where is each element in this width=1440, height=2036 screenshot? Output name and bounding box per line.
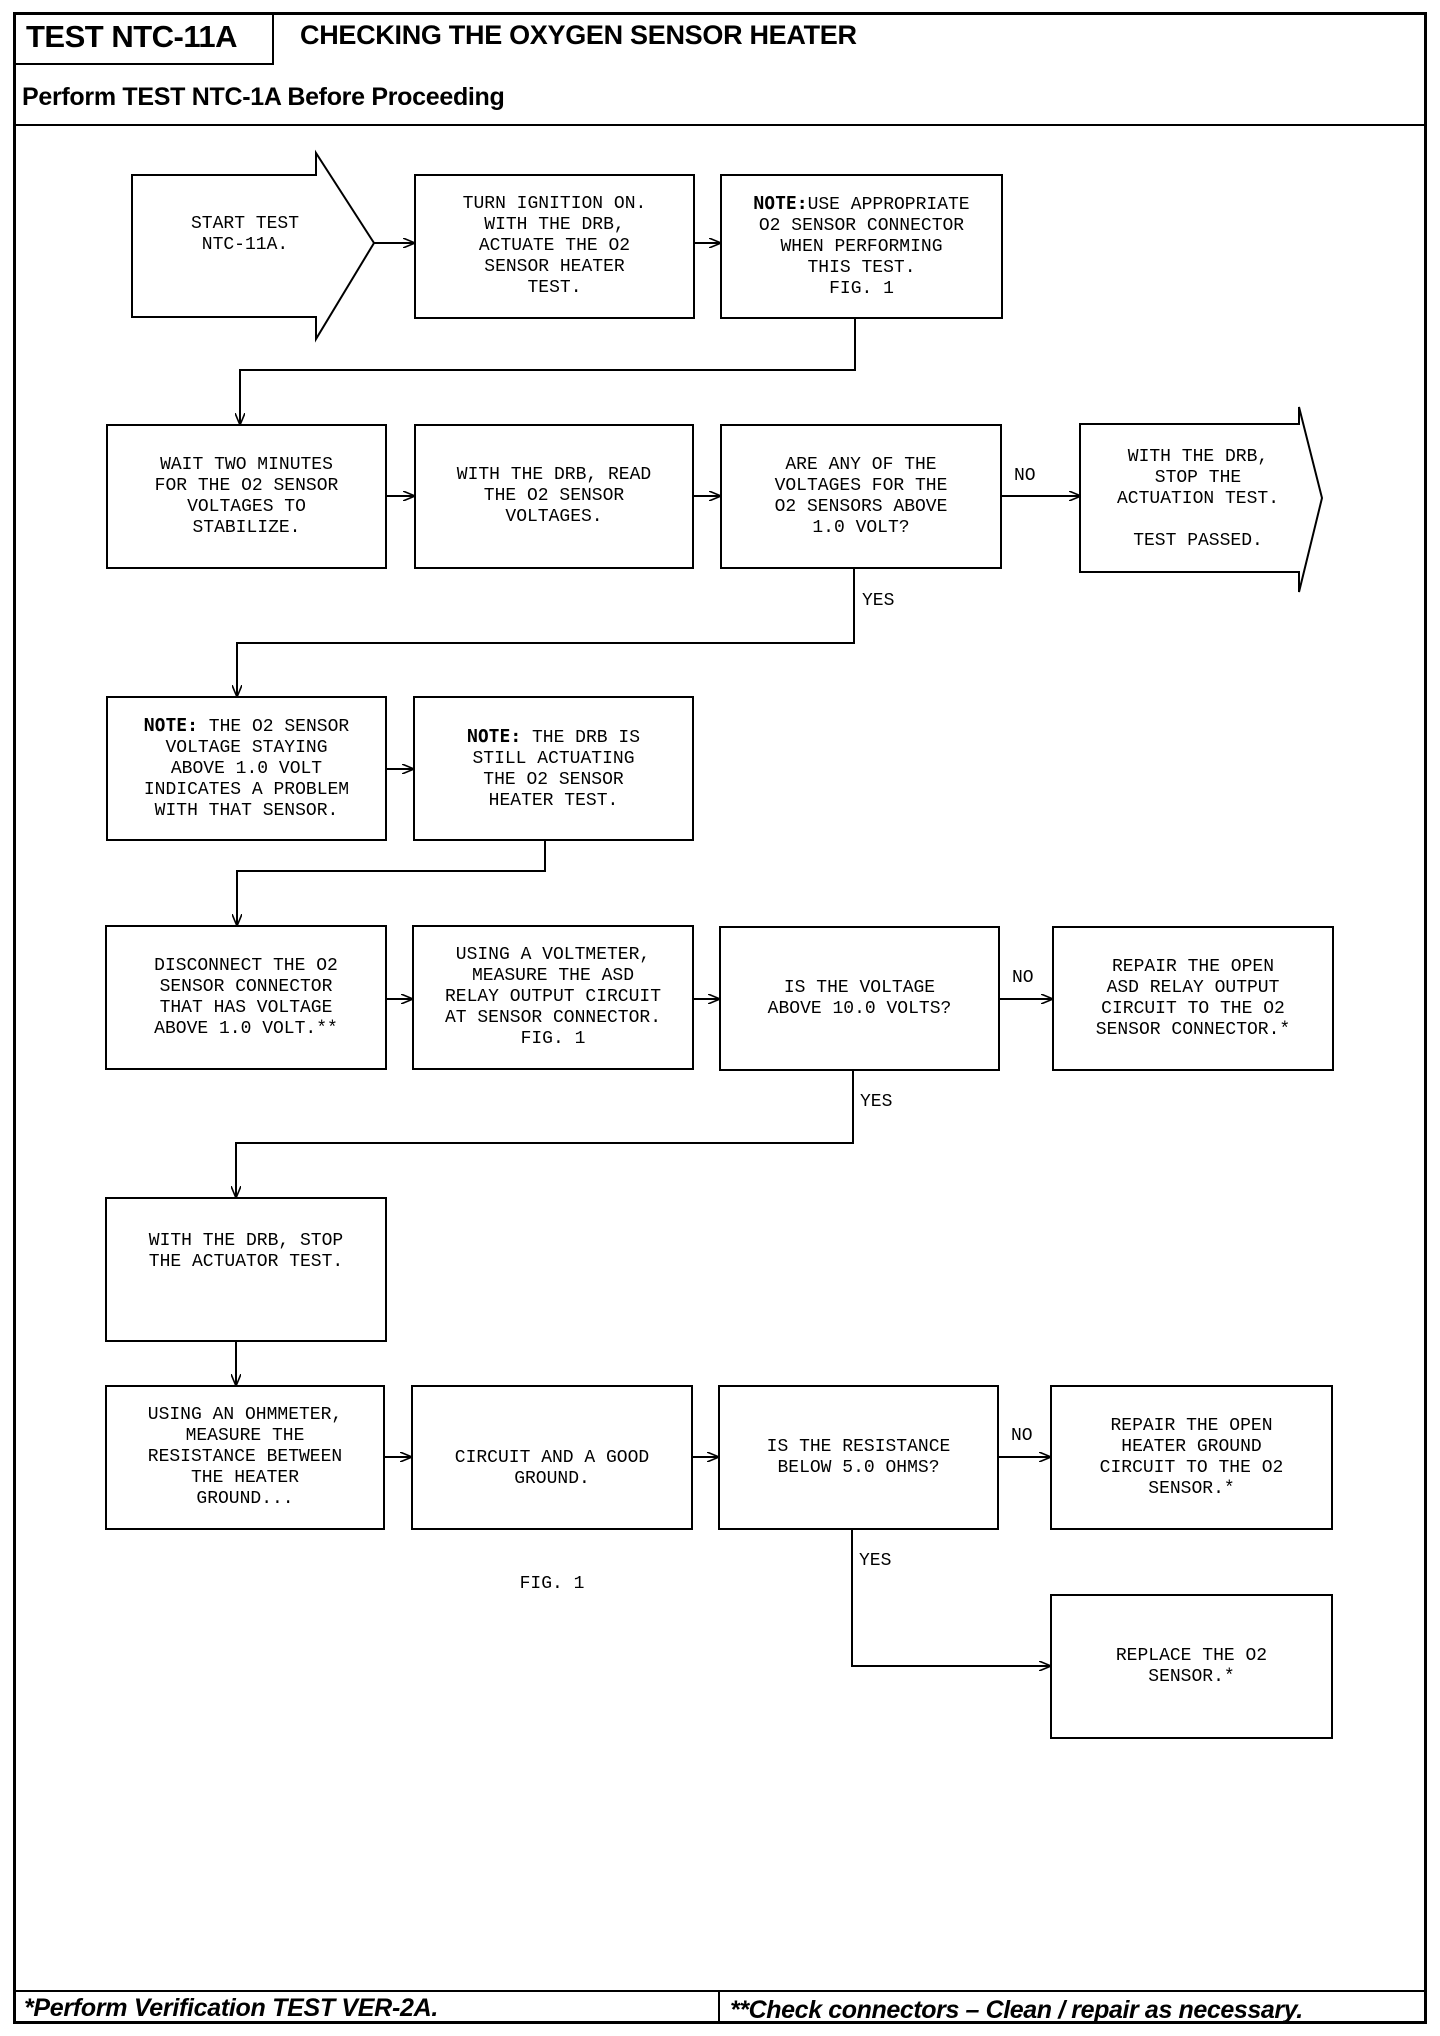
decision-voltage-above-10v: IS THE VOLTAGE ABOVE 10.0 VOLTS? (719, 926, 1000, 1071)
page-title: CHECKING THE OXYGEN SENSOR HEATER (300, 20, 857, 50)
branch-no-label: NO (1014, 466, 1036, 486)
circuit-ground-text: CIRCUIT AND A GOOD GROUND. (454, 1448, 650, 1489)
branch-no-label: NO (1012, 968, 1034, 988)
decision-resistance-below-5ohms: IS THE RESISTANCE BELOW 5.0 OHMS? (718, 1385, 999, 1530)
voltmeter-measure-text: USING A VOLTMETER, MEASURE THE ASD RELAY… (444, 945, 662, 1049)
note-connector-box: NOTE:USE APPROPRIATE O2 SENSOR CONNECTOR… (720, 174, 1003, 319)
disconnect-connector-box: DISCONNECT THE O2 SENSOR CONNECTOR THAT … (105, 925, 387, 1070)
branch-yes-label: YES (862, 591, 895, 611)
disconnect-connector-text: DISCONNECT THE O2 SENSOR CONNECTOR THAT … (154, 955, 338, 1039)
ohmmeter-measure-box: USING AN OHMMETER, MEASURE THE RESISTANC… (105, 1385, 385, 1530)
header-divider (16, 124, 1424, 126)
test-id: TEST NTC-11A (26, 19, 238, 54)
test-id-box (16, 15, 274, 65)
start-block-arrow (131, 149, 376, 343)
decision-resistance-text: IS THE RESISTANCE BELOW 5.0 OHMS? (766, 1436, 951, 1478)
footer-left-note: *Perform Verification TEST VER-2A. (24, 1994, 438, 2022)
test-passed-text: WITH THE DRB, STOP THE ACTUATION TEST. T… (1116, 447, 1280, 551)
read-o2-voltages-text: WITH THE DRB, READ THE O2 SENSOR VOLTAGE… (456, 465, 652, 527)
repair-asd-relay-text: REPAIR THE OPEN ASD RELAY OUTPUT CIRCUIT… (1095, 956, 1291, 1040)
page-frame (13, 12, 1427, 2024)
circuit-ground-fig: FIG. 1 (519, 1574, 585, 1594)
decision-voltage-above-1v-text: ARE ANY OF THE VOLTAGES FOR THE O2 SENSO… (774, 454, 948, 538)
note-drb-actuating-box: NOTE: THE DRB IS STILL ACTUATING THE O2 … (413, 696, 694, 841)
wait-two-minutes-box: WAIT TWO MINUTES FOR THE O2 SENSOR VOLTA… (106, 424, 387, 569)
stop-actuator-test-box: WITH THE DRB, STOP THE ACTUATOR TEST. (105, 1197, 387, 1342)
note-drb-actuating-text: THE DRB IS STILL ACTUATING THE O2 SENSOR… (472, 727, 640, 811)
repair-heater-ground-text: REPAIR THE OPEN HEATER GROUND CIRCUIT TO… (1099, 1415, 1284, 1499)
voltmeter-measure-box: USING A VOLTMETER, MEASURE THE ASD RELAY… (412, 925, 694, 1070)
wait-two-minutes-text: WAIT TWO MINUTES FOR THE O2 SENSOR VOLTA… (154, 454, 339, 538)
branch-yes-label: YES (860, 1092, 893, 1112)
circuit-ground-box: CIRCUIT AND A GOOD GROUND. FIG. 1 (411, 1385, 693, 1594)
note-label: NOTE: (753, 193, 808, 214)
replace-o2-sensor-text: REPLACE THE O2 SENSOR.* (1115, 1645, 1268, 1687)
read-o2-voltages-box: WITH THE DRB, READ THE O2 SENSOR VOLTAGE… (414, 424, 694, 569)
decision-voltage-above-10v-text: IS THE VOLTAGE ABOVE 10.0 VOLTS? (767, 977, 952, 1019)
repair-heater-ground-box: REPAIR THE OPEN HEATER GROUND CIRCUIT TO… (1050, 1385, 1333, 1530)
footer-divider (16, 1990, 1424, 1992)
note-sensor-problem-text: THE O2 SENSOR VOLTAGE STAYING ABOVE 1.0 … (143, 717, 350, 821)
turn-ignition-on-box: TURN IGNITION ON. WITH THE DRB, ACTUATE … (414, 174, 695, 319)
start-test-text: START TEST NTC-11A. (190, 214, 300, 255)
note-label: NOTE: (466, 725, 522, 747)
note-sensor-problem-box: NOTE: THE O2 SENSOR VOLTAGE STAYING ABOV… (106, 696, 387, 841)
footer-separator (718, 1990, 720, 2022)
note-label: NOTE: (143, 715, 198, 736)
decision-voltage-above-1v: ARE ANY OF THE VOLTAGES FOR THE O2 SENSO… (720, 424, 1002, 569)
branch-no-label: NO (1011, 1426, 1033, 1446)
replace-o2-sensor-box: REPLACE THE O2 SENSOR.* (1050, 1594, 1333, 1739)
ohmmeter-measure-text: USING AN OHMMETER, MEASURE THE RESISTANC… (147, 1405, 343, 1509)
branch-yes-label: YES (859, 1551, 892, 1571)
footer-right-note: **Check connectors – Clean / repair as n… (730, 1996, 1303, 2024)
passed-block-arrow (1079, 406, 1324, 593)
repair-asd-relay-box: REPAIR THE OPEN ASD RELAY OUTPUT CIRCUIT… (1052, 926, 1334, 1071)
stop-actuator-test-text: WITH THE DRB, STOP THE ACTUATOR TEST. (148, 1230, 344, 1272)
turn-ignition-on-text: TURN IGNITION ON. WITH THE DRB, ACTUATE … (462, 194, 647, 298)
note-connector-text: USE APPROPRIATE O2 SENSOR CONNECTOR WHEN… (758, 195, 970, 299)
prerequisite-note: Perform TEST NTC-1A Before Proceeding (22, 83, 505, 111)
